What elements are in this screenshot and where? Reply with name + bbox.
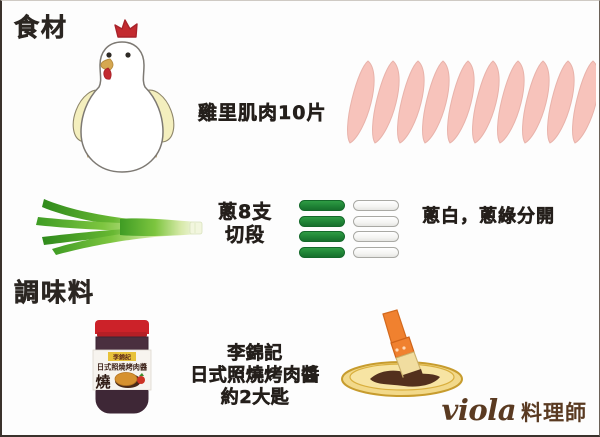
chicken-label: 雞里肌肉10片: [198, 102, 327, 125]
svg-text:燒: 燒: [95, 373, 110, 391]
svg-text:李錦記: 李錦記: [112, 353, 131, 361]
scallion-segments-icon: [299, 200, 411, 258]
sauce-label-line3: 約2大匙: [220, 386, 290, 409]
scallion-green-segment: [299, 200, 345, 211]
scallion-label-line2: 切段: [225, 224, 266, 247]
chicken-mascot-icon: [57, 15, 187, 180]
sauce-label-line2: 日式照燒烤肉醬: [190, 364, 320, 387]
author-signature: viola 料理師: [441, 393, 587, 427]
scallion-label-line1: 蔥8支: [218, 201, 273, 224]
segment-row: [299, 231, 411, 243]
scallion-green-segment: [299, 215, 345, 227]
sauce-label-line1: 李錦記: [227, 343, 283, 365]
segment-row: [299, 200, 411, 211]
brush-and-dish-group: [334, 309, 470, 409]
scallion-label: 蔥8支 切段: [218, 201, 272, 247]
scallion-white-segment: [353, 215, 399, 227]
svg-text:日式照燒烤肉醬: 日式照燒烤肉醬: [97, 363, 148, 372]
scallion-white-segment: [353, 200, 399, 211]
section-title-ingredients: 食材: [14, 13, 69, 43]
scallion-green-segment: [299, 231, 345, 243]
section-title-seasoning: 調味料: [14, 278, 96, 308]
sauce-label: 李錦記 日式照燒烤肉醬 約2大匙: [180, 343, 330, 409]
segment-row: [299, 215, 411, 227]
scallion-green-segment: [299, 246, 345, 258]
scallion-white-segment: [353, 231, 399, 243]
segment-row: [299, 246, 411, 258]
signature-name: viola: [441, 393, 516, 427]
sauce-jar-icon: 李錦記 日式照燒烤肉醬 燒: [79, 317, 165, 417]
signature-suffix: 料理師: [521, 401, 587, 425]
scallion-bundle-icon: [32, 187, 212, 263]
scallion-white-segment: [353, 246, 399, 258]
scallion-note-label: 蔥白，蔥綠分開: [422, 206, 555, 228]
chicken-tenderloin-icon: [346, 53, 599, 151]
